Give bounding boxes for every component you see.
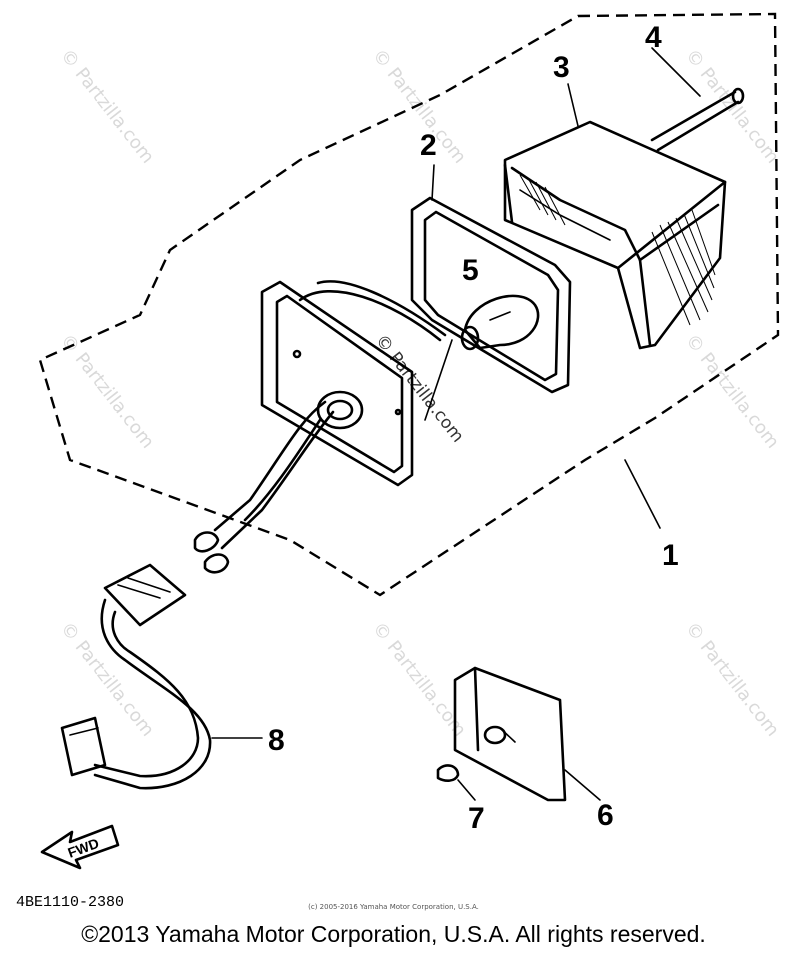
copyright-footer: ©2013 Yamaha Motor Corporation, U.S.A. A… [81, 921, 706, 947]
callout-5: 5 [462, 254, 479, 287]
watermark: © Partzilla.com [56, 618, 158, 740]
watermark: © Partzilla.com [681, 618, 783, 740]
callout-1: 1 [662, 539, 679, 572]
lamp-wires [193, 400, 335, 574]
leader-lines [211, 47, 701, 801]
gasket [410, 196, 572, 394]
license-plate-bracket [453, 666, 567, 802]
wire-harness [60, 563, 212, 790]
callout-3: 3 [553, 51, 570, 84]
bulb [424, 294, 540, 421]
lens-housing [503, 120, 727, 350]
callout-7: 7 [468, 802, 485, 835]
callout-6: 6 [597, 799, 614, 832]
lamp-base [260, 280, 447, 487]
watermark: © Partzilla.com [56, 330, 158, 452]
callout-8: 8 [268, 724, 285, 757]
callout-4: 4 [645, 21, 662, 54]
assembly-outline [38, 12, 780, 597]
screw [650, 87, 745, 152]
watermark: © Partzilla.com [56, 45, 158, 167]
housing-shading [519, 174, 716, 326]
watermark-center: © Partzilla.com [371, 331, 468, 447]
callout-2: 2 [420, 129, 437, 162]
fwd-arrow: FWD [40, 824, 120, 870]
small-copyright-note: (c) 2005-2016 Yamaha Motor Corporation, … [308, 903, 479, 911]
clip [436, 764, 460, 782]
drawing-code: 4BE1110-2380 [16, 894, 124, 911]
